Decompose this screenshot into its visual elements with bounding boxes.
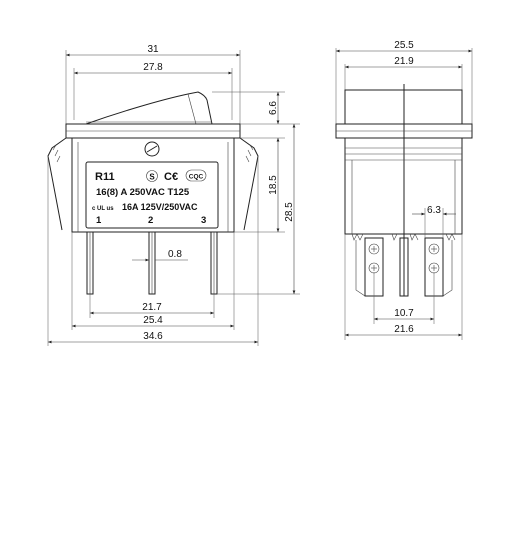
dim-side-base-width: 21.6 [394,324,414,335]
side-view: 25.5 21.9 [335,40,473,340]
rating-line-1: 16(8) A 250VAC T125 [96,187,190,198]
ce-mark-icon: C€ [164,171,178,183]
dim-pin-span: 21.7 [142,302,162,313]
terminal-number-3: 3 [201,215,206,226]
s-mark-glyph: S [149,173,155,182]
dim-side-overall-width: 25.5 [394,40,414,51]
rocker-actuator [85,91,213,125]
screw-icon [144,141,160,157]
rating-line-2: 16A 125V/250VAC [122,202,198,212]
dim-body-bottom-width: 25.4 [143,315,163,326]
snap-clip-right [239,137,259,231]
dim-pin-width: 0.8 [168,249,182,260]
s-mark-icon [146,170,158,182]
cqc-mark-icon [185,169,207,182]
front-view: 31 27.8 R11 S C€ CQC 16(8) A 250VAC T125 [47,44,300,346]
terminal-number-2: 2 [148,215,153,226]
cqc-mark-glyph: CQC [189,174,204,181]
dim-rocker-height: 6.6 [268,101,279,115]
dim-flange-width: 34.6 [143,331,163,342]
dim-terminal-spacing: 10.7 [394,308,414,319]
dim-side-inner-width: 21.9 [394,56,414,67]
side-body [344,137,463,235]
dim-body-height: 18.5 [268,175,279,195]
model-number: R11 [95,171,115,183]
dim-total-height: 28.5 [284,202,295,222]
snap-clip-left [47,137,67,231]
dim-terminal-width: 6.3 [427,205,441,216]
dim-top-inner-width: 27.8 [143,62,163,73]
terminal-number-1: 1 [96,215,102,226]
dim-overall-top-width: 31 [147,44,159,55]
label-plate [85,161,219,229]
ul-mark-icon: c UL us [92,206,114,212]
terminal-pins [86,231,218,295]
